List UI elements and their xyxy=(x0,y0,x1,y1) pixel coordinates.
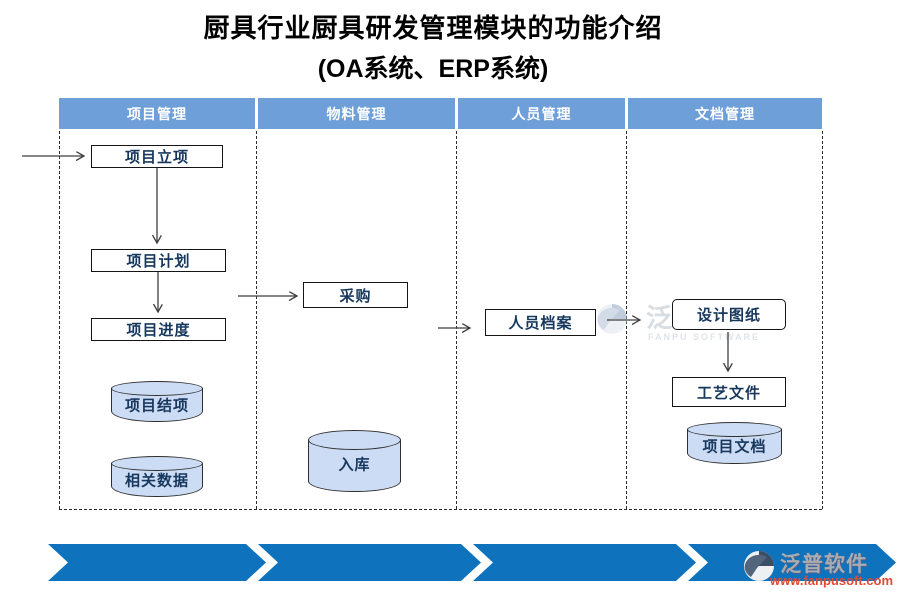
node-project-plan: 项目计划 xyxy=(91,249,226,272)
cylinder-related-data: 相关数据 xyxy=(111,456,203,497)
process-chevron-3 xyxy=(473,544,696,581)
logo-brand-text: 泛普软件 xyxy=(780,553,868,576)
process-chevron-1 xyxy=(48,544,266,581)
node-project-progress: 项目进度 xyxy=(91,318,226,341)
cylinder-project-closing-label: 项目结项 xyxy=(124,396,189,414)
node-personnel-archive: 人员档案 xyxy=(485,309,596,336)
watermark-brand-en-text: FANPU SOFTWARE xyxy=(648,332,761,342)
cylinder-project-documents: 项目文档 xyxy=(687,422,782,464)
process-chevron-2 xyxy=(258,544,481,581)
column-header-document-management: 文档管理 xyxy=(628,98,822,129)
cylinder-warehousing-label: 入库 xyxy=(338,456,371,474)
node-design-drawings: 设计图纸 xyxy=(672,299,786,330)
column-header-project-management: 项目管理 xyxy=(59,98,255,129)
lane-border-right xyxy=(822,131,823,509)
node-purchase: 采购 xyxy=(303,282,408,308)
cylinder-related-data-label: 相关数据 xyxy=(124,471,189,489)
page-title-line1: 厨具行业厨具研发管理模块的功能介绍 xyxy=(203,13,663,43)
fanpu-logo-icon xyxy=(744,551,774,581)
page-title-line2: (OA系统、ERP系统) xyxy=(317,55,549,83)
logo-url-text: www.fanpusoft.com xyxy=(770,573,894,588)
page-title: 厨具行业厨具研发管理模块的功能介绍 (OA系统、ERP系统) xyxy=(0,8,866,85)
cylinder-warehousing: 入库 xyxy=(308,430,401,492)
cylinder-project-closing: 项目结项 xyxy=(111,381,203,422)
node-process-files: 工艺文件 xyxy=(672,377,786,407)
lane-border-2-3 xyxy=(456,131,457,509)
fanpu-logo-icon xyxy=(597,304,627,334)
lane-border-bottom xyxy=(59,509,822,510)
column-header-personnel-management: 人员管理 xyxy=(458,98,625,129)
process-chevron-4 xyxy=(688,544,896,581)
fanpu-logo-bottom-right: 泛普软件 www.fanpusoft.com xyxy=(742,548,898,590)
column-header-material-management: 物料管理 xyxy=(258,98,455,129)
lane-border-left xyxy=(59,131,60,509)
node-project-initiation: 项目立项 xyxy=(91,145,223,168)
lane-border-1-2 xyxy=(256,131,257,509)
cylinder-project-documents-label: 项目文档 xyxy=(702,438,767,456)
